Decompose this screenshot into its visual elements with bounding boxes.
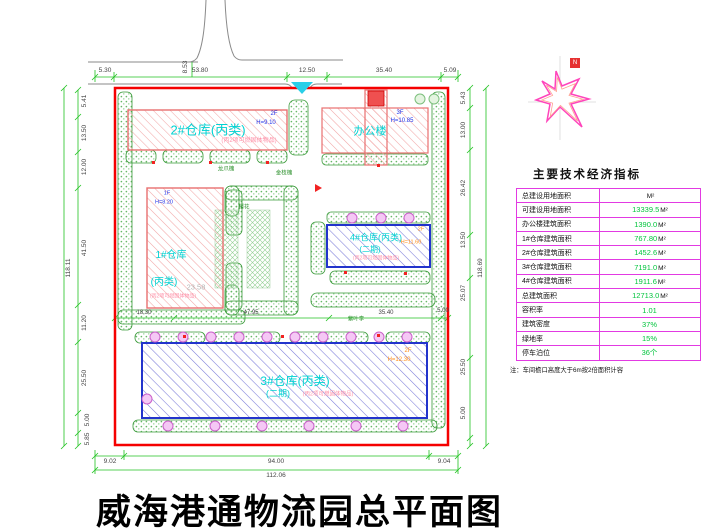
dim-bottom-0: 9.02 <box>103 457 117 465</box>
warehouse-4-floors: 2F <box>417 226 425 233</box>
dim-top-4: 35.40 <box>375 66 393 74</box>
warehouse-4-label: 4#仓库(丙类) <box>349 232 403 243</box>
warehouse-1-note: (丙2项可燃固体物品) <box>149 293 197 300</box>
tree-symbols <box>141 212 415 432</box>
warehouse-3-phase: (二期) <box>266 388 290 399</box>
plant-label-2: 金枝槐 <box>275 170 293 177</box>
dim-top-5: 5.09 <box>443 66 457 74</box>
dim-bottom-2: 9.04 <box>437 457 451 465</box>
dim-right-5: 25.50 <box>459 358 467 376</box>
dim-right-2: 26.42 <box>459 179 467 197</box>
dim-left-6: 5.00 <box>83 413 91 427</box>
dim-left-2: 12.00 <box>80 158 88 176</box>
north-label: N <box>570 58 580 68</box>
warehouse-3-floors: 2F <box>404 348 412 354</box>
dim-top-0: 5.30 <box>98 66 112 74</box>
warehouse-4-shape <box>326 224 431 268</box>
dim-right-total: 118.69 <box>476 258 484 278</box>
warehouse-4-phase: (二期) <box>359 245 381 254</box>
dim-right-0: 5.43 <box>459 91 467 105</box>
office-floors: 3F <box>396 110 404 116</box>
dim-right-3: 13.50 <box>459 231 467 249</box>
dim-mid-2: 35.40 <box>378 310 394 316</box>
plant-label-3: 樱花 <box>238 204 250 211</box>
dim-mid-0: 18.30 <box>136 310 152 316</box>
warehouse-2-shape <box>127 109 288 151</box>
dim-right-4: 25.07 <box>459 284 467 302</box>
dim-left-1: 13.50 <box>80 124 88 142</box>
site-boundary <box>113 86 450 447</box>
warehouse-1-label2: (丙类) <box>150 277 178 288</box>
dim-left-4: 11.20 <box>80 315 88 331</box>
econ-table-note: 注：车间檐口高度大于6m按2倍面积计容 <box>510 367 623 374</box>
width-mark: 23.58 <box>186 282 206 292</box>
dim-top-1: 8.53 <box>181 60 189 74</box>
warehouse-2-height: H=9.10 <box>256 120 276 126</box>
dim-right-1: 13.00 <box>459 121 467 139</box>
warehouse-3-shape <box>141 342 428 419</box>
warehouse-4-note: (丙2项可燃固体物品) <box>352 255 400 262</box>
econ-table-title: 主要技术经济指标 <box>533 169 641 181</box>
warehouse-3-label: 3#仓库(丙类) <box>260 374 330 388</box>
road-lines <box>88 0 343 89</box>
dimension-lines <box>60 62 490 474</box>
office-height: H=10.85 <box>390 118 414 124</box>
red-markers <box>152 161 407 338</box>
north-arrow <box>528 56 596 140</box>
office-label: 办公楼 <box>353 125 387 138</box>
plant-label-1: 龙爪槐 <box>217 166 235 173</box>
dim-left-7: 5.85 <box>83 432 91 446</box>
warehouse-1-floors: 1F <box>163 190 171 197</box>
dim-left-0: 5.41 <box>80 94 88 108</box>
dim-mid-3: 5.00 <box>437 308 449 314</box>
entrance-arrow <box>291 82 313 94</box>
warehouse-2-note: (丙2项可燃固体物品) <box>221 138 277 144</box>
warehouse-1-shape <box>146 187 224 309</box>
warehouse-1-height: H=8.20 <box>155 199 173 206</box>
dim-right-6: 5.00 <box>459 406 467 420</box>
dim-left-5: 25.50 <box>80 369 88 387</box>
warehouse-3-height: H=12.30 <box>387 357 411 363</box>
warehouse-2-floors: 2F <box>270 111 278 117</box>
warehouse-1-label: 1#仓库 <box>155 250 187 261</box>
dim-bottom-1: 94.00 <box>267 457 285 465</box>
warehouse-3-note: (丙2项可燃固体物品) <box>302 391 354 398</box>
shrub-symbols <box>414 93 440 105</box>
dim-top-2: 53.80 <box>191 66 209 74</box>
office-building-shape <box>321 89 429 166</box>
dim-top-3: 12.50 <box>298 66 316 74</box>
dim-bottom-total: 112.06 <box>266 471 286 479</box>
dim-mid-1: 47.95 <box>243 310 259 316</box>
plant-label-4: 紫叶李 <box>347 316 365 323</box>
dim-left-total: 118.11 <box>64 258 72 278</box>
drawing-title: 威海港通物流园总平面图 <box>96 493 504 531</box>
warehouse-2-label: 2#仓库(丙类) <box>170 122 246 138</box>
warehouse-4-height: H=11.60 <box>400 239 422 246</box>
dim-left-3: 41.50 <box>80 239 88 257</box>
